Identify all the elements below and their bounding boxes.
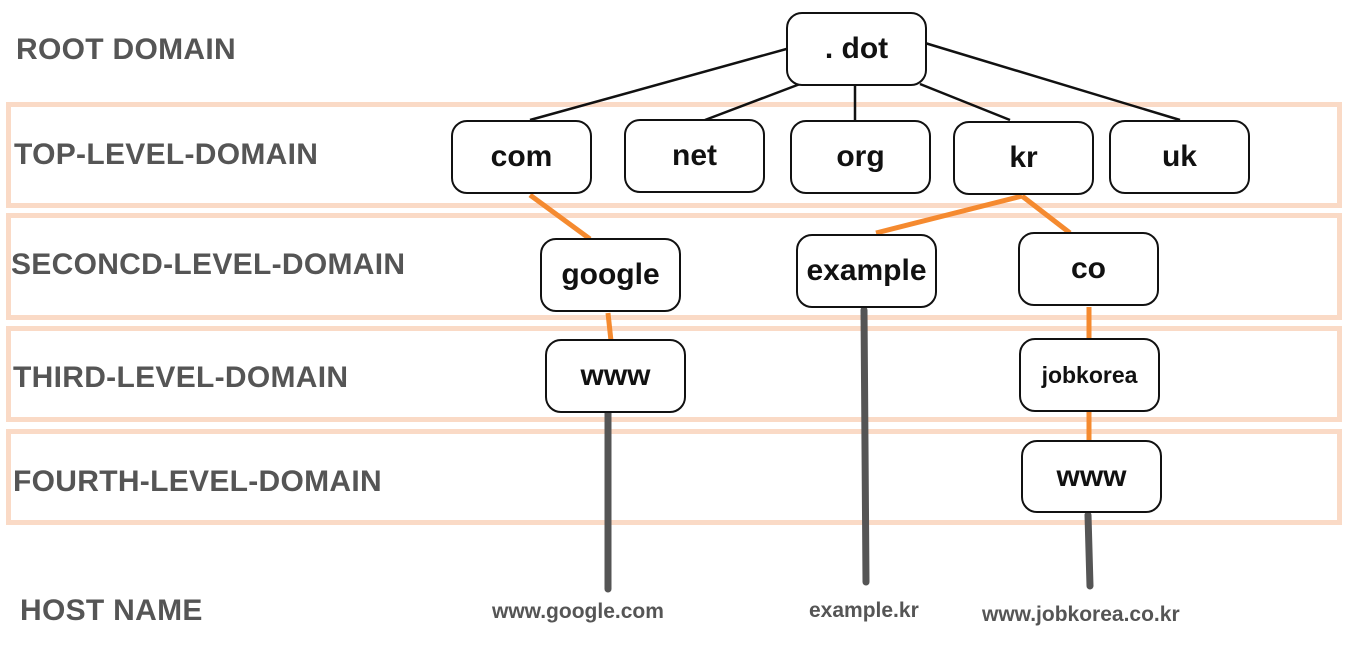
node-root-dot: . dot <box>786 12 927 86</box>
host-google: www.google.com <box>492 600 664 623</box>
node-fourth-www: www <box>1021 440 1162 513</box>
node-tld-kr: kr <box>953 121 1094 195</box>
host-example: example.kr <box>809 599 919 622</box>
label-top-level-domain: TOP-LEVEL-DOMAIN <box>14 138 319 171</box>
label-third-level-domain: THIRD-LEVEL-DOMAIN <box>13 361 349 394</box>
node-tld-uk: uk <box>1109 120 1250 194</box>
host-line-example <box>860 306 870 586</box>
link-root-uk <box>924 41 1181 122</box>
band-top-level-domain <box>6 102 1342 208</box>
band-third-level-domain <box>6 326 1342 422</box>
link-root-net <box>704 82 801 122</box>
node-third-jobkorea: jobkorea <box>1019 338 1160 412</box>
node-tld-net: net <box>624 119 765 193</box>
link-google-www <box>605 312 614 342</box>
node-tld-org: org <box>790 120 931 194</box>
label-fourth-level-domain: FOURTH-LEVEL-DOMAIN <box>13 465 382 498</box>
label-host-name: HOST NAME <box>20 594 203 627</box>
label-second-level-domain: SECONCD-LEVEL-DOMAIN <box>11 248 406 281</box>
node-tld-com: com <box>451 120 592 194</box>
link-kr-co <box>1020 194 1072 235</box>
link-root-kr <box>919 82 1011 122</box>
host-line-jobkorea <box>1084 511 1094 590</box>
node-sld-co: co <box>1018 232 1159 306</box>
host-jobkorea: www.jobkorea.co.kr <box>982 603 1180 626</box>
node-sld-example: example <box>796 234 937 308</box>
link-com-google <box>528 192 592 242</box>
node-third-www: www <box>545 339 686 413</box>
link-kr-example <box>875 193 1023 236</box>
link-root-com <box>529 46 791 122</box>
label-root-domain: ROOT DOMAIN <box>16 33 236 66</box>
band-fourth-level-domain <box>6 429 1342 525</box>
node-sld-google: google <box>540 238 681 312</box>
band-second-level-domain <box>6 213 1342 320</box>
